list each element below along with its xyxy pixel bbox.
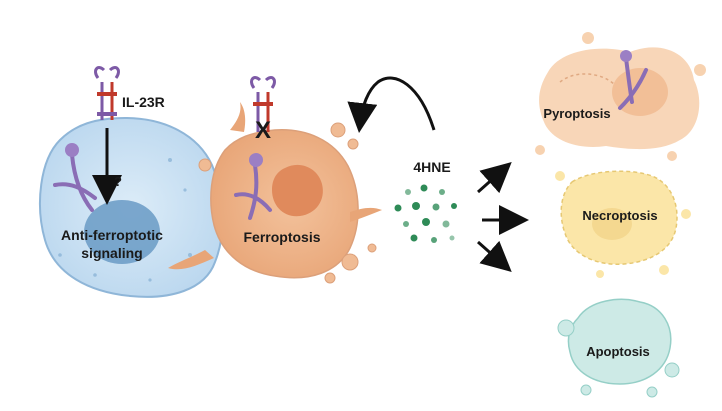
il23r-receptor-blocked-icon (250, 76, 276, 132)
anti-ferroptotic-label-line2: signaling (81, 245, 142, 261)
necroptosis-cell (555, 170, 691, 278)
organelle-icon (618, 50, 648, 110)
apoptosis-cell (557, 298, 680, 398)
il23r-receptor-icon (94, 66, 120, 120)
feedback-arrow (347, 76, 436, 133)
pyroptosis-cell (535, 32, 706, 161)
membrane-blebs (198, 122, 377, 284)
membrane-protrusion (350, 207, 382, 222)
organelle-icon (234, 153, 272, 220)
blocked-mark: X (255, 117, 271, 144)
4hne-label: 4HNE (413, 159, 450, 175)
ferroptotic-cell (168, 102, 382, 284)
ferroptotic-nucleus (272, 164, 323, 217)
healthy-cell (39, 116, 224, 298)
ferroptosis-label: Ferroptosis (243, 229, 320, 245)
apoptosis-label: Apoptosis (586, 344, 650, 359)
membrane-protrusion (230, 102, 246, 132)
receptor-label: IL-23R (122, 94, 165, 110)
membrane-protrusion (168, 250, 214, 270)
necroptosis-label: Necroptosis (582, 208, 657, 223)
arrow-to-apoptosis (477, 240, 512, 272)
pyroptosis-label: Pyroptosis (543, 106, 610, 121)
question-mark: ? (114, 174, 122, 189)
cytoplasm-speckles (58, 158, 192, 282)
arrow-to-pyroptosis (477, 162, 512, 194)
4hne-molecules (394, 184, 457, 243)
organelle-icon (53, 143, 97, 212)
anti-ferroptotic-label-line1: Anti-ferroptotic (61, 227, 163, 243)
healthy-cell-nucleus (84, 200, 160, 264)
